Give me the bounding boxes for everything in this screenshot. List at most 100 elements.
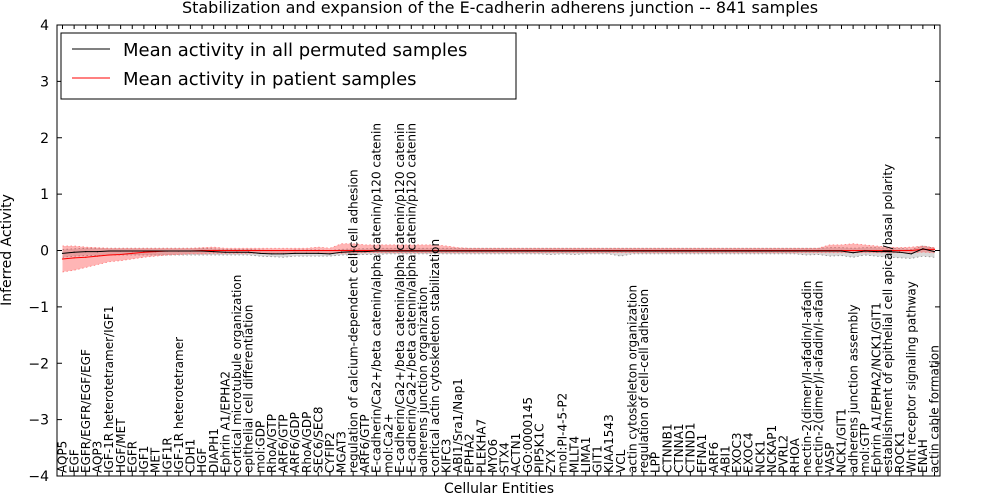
x-tick-label: KIAA1543 [602, 414, 616, 473]
x-tick-label: IGF1 [137, 446, 151, 473]
x-tick-label: nectin-2(dimer)/I-afadin/I-afadin [800, 281, 814, 473]
x-tick-label: ABI1/Sra1/Nap1 [451, 378, 465, 473]
data-point [340, 249, 343, 252]
data-point [468, 250, 471, 252]
data-point [864, 250, 866, 252]
y-tick-label: −4 [28, 469, 49, 485]
x-tick-label: ENAH [916, 439, 930, 473]
data-point [306, 249, 308, 252]
x-tick-label: MET [149, 447, 163, 473]
x-tick-label: regulation of cell-cell adhesion [637, 289, 651, 473]
data-point [131, 252, 133, 254]
data-point [166, 250, 168, 252]
chart-title: Stabilization and expansion of the E-cad… [182, 0, 818, 17]
data-point [201, 250, 203, 252]
data-point [596, 250, 598, 252]
x-tick-label: EFNA1 [695, 434, 709, 473]
series-line-1 [62, 248, 935, 260]
x-tick-label: ROCK1 [893, 431, 907, 473]
x-tick-label: EGFR [125, 441, 139, 473]
x-tick-label: NCK1/GIT1 [835, 408, 849, 473]
x-tick-label: CTNNA1 [672, 423, 686, 473]
data-point [131, 250, 133, 252]
x-tick-label: adherens junction organization [416, 287, 430, 473]
x-tick-label: MYO6 [486, 439, 500, 473]
data-point [259, 249, 261, 252]
data-point [933, 251, 936, 253]
x-tick-label: HGF/MET [114, 418, 128, 473]
x-tick-label: VCL [614, 449, 628, 473]
plot-area [61, 243, 936, 273]
x-tick-label: mol:GDP [253, 421, 267, 473]
data-point [178, 250, 180, 252]
data-point [61, 258, 64, 260]
y-tick-label: −2 [28, 356, 49, 372]
x-tick-label: E-cadherin/Ca2+/beta catenin/alpha caten… [405, 123, 419, 473]
x-tick-label: epithelial cell differentiation [242, 305, 256, 473]
data-point [887, 249, 889, 252]
data-point [154, 250, 157, 252]
x-tick-label: E-cadherin/Ca2+/beta catenin/alpha caten… [393, 123, 407, 473]
band-edge-band_low-1 [62, 251, 935, 273]
data-point [85, 251, 87, 253]
data-point [608, 250, 610, 252]
data-point [108, 250, 110, 252]
data-point [236, 249, 238, 252]
x-tick-label: GO:0000145 [521, 397, 535, 473]
x-tick-label: VASP [823, 442, 837, 473]
data-point [899, 251, 901, 253]
data-point [422, 250, 424, 252]
x-tick-label: ARF6/GTP [358, 414, 372, 473]
data-point [213, 249, 215, 252]
data-point [352, 249, 354, 252]
data-point [96, 251, 98, 253]
x-tick-label: NCKAP1 [765, 425, 779, 473]
data-point [294, 252, 296, 254]
legend-label-permuted: Mean activity in all permuted samples [123, 40, 467, 61]
data-point [352, 251, 354, 253]
x-tick-label: regulation of calcium-dependent cell-cel… [346, 169, 360, 473]
data-point [840, 250, 843, 252]
data-point [503, 250, 505, 252]
data-point [224, 251, 226, 253]
data-point [85, 256, 87, 258]
data-point [213, 251, 215, 253]
x-tick-label: LIMA1 [579, 437, 593, 473]
x-tick-label: actin cytoskeleton organization [625, 285, 639, 473]
x-tick-label: mol:PI-4-5-P2 [556, 393, 570, 473]
x-tick-label: EGF [67, 449, 81, 473]
x-tick-label: EXOC4 [742, 433, 756, 474]
x-tick-label: ARF6/GDP [288, 412, 302, 473]
data-point [678, 250, 680, 252]
x-tick-label: RhoA/GTP [265, 414, 279, 473]
data-point [899, 249, 901, 252]
data-point [771, 250, 773, 252]
x-tick-label: E-cadherin/Ca2+/beta catenin/alpha caten… [370, 123, 384, 473]
data-point [875, 249, 877, 252]
x-tick-label: AQP3 [91, 441, 105, 473]
y-tick-label: 1 [40, 187, 49, 203]
data-point [375, 250, 378, 252]
x-tick-label: ZYX [544, 449, 558, 473]
data-point [108, 254, 110, 256]
x-tick-label: EGFR/EGFR/EGF/EGF [79, 349, 93, 473]
data-point [492, 250, 494, 252]
x-tick-label: LPP [649, 452, 663, 473]
data-point [910, 253, 912, 255]
data-point [480, 250, 482, 252]
x-tick-label: MGAT3 [335, 431, 349, 473]
data-point [120, 253, 122, 256]
data-point [96, 255, 98, 257]
data-point [236, 251, 238, 253]
data-point [189, 250, 191, 252]
data-point [712, 250, 715, 252]
data-point [666, 250, 668, 252]
x-axis-label: Cellular Entities [444, 481, 554, 497]
data-point [259, 252, 261, 254]
data-point [73, 251, 75, 253]
data-point [933, 248, 936, 250]
data-point [585, 250, 587, 252]
x-tick-label: nectin-2(dimer)/I-afadin/I-afadin [811, 281, 825, 473]
x-tick-label: mol:GTP [858, 423, 872, 473]
